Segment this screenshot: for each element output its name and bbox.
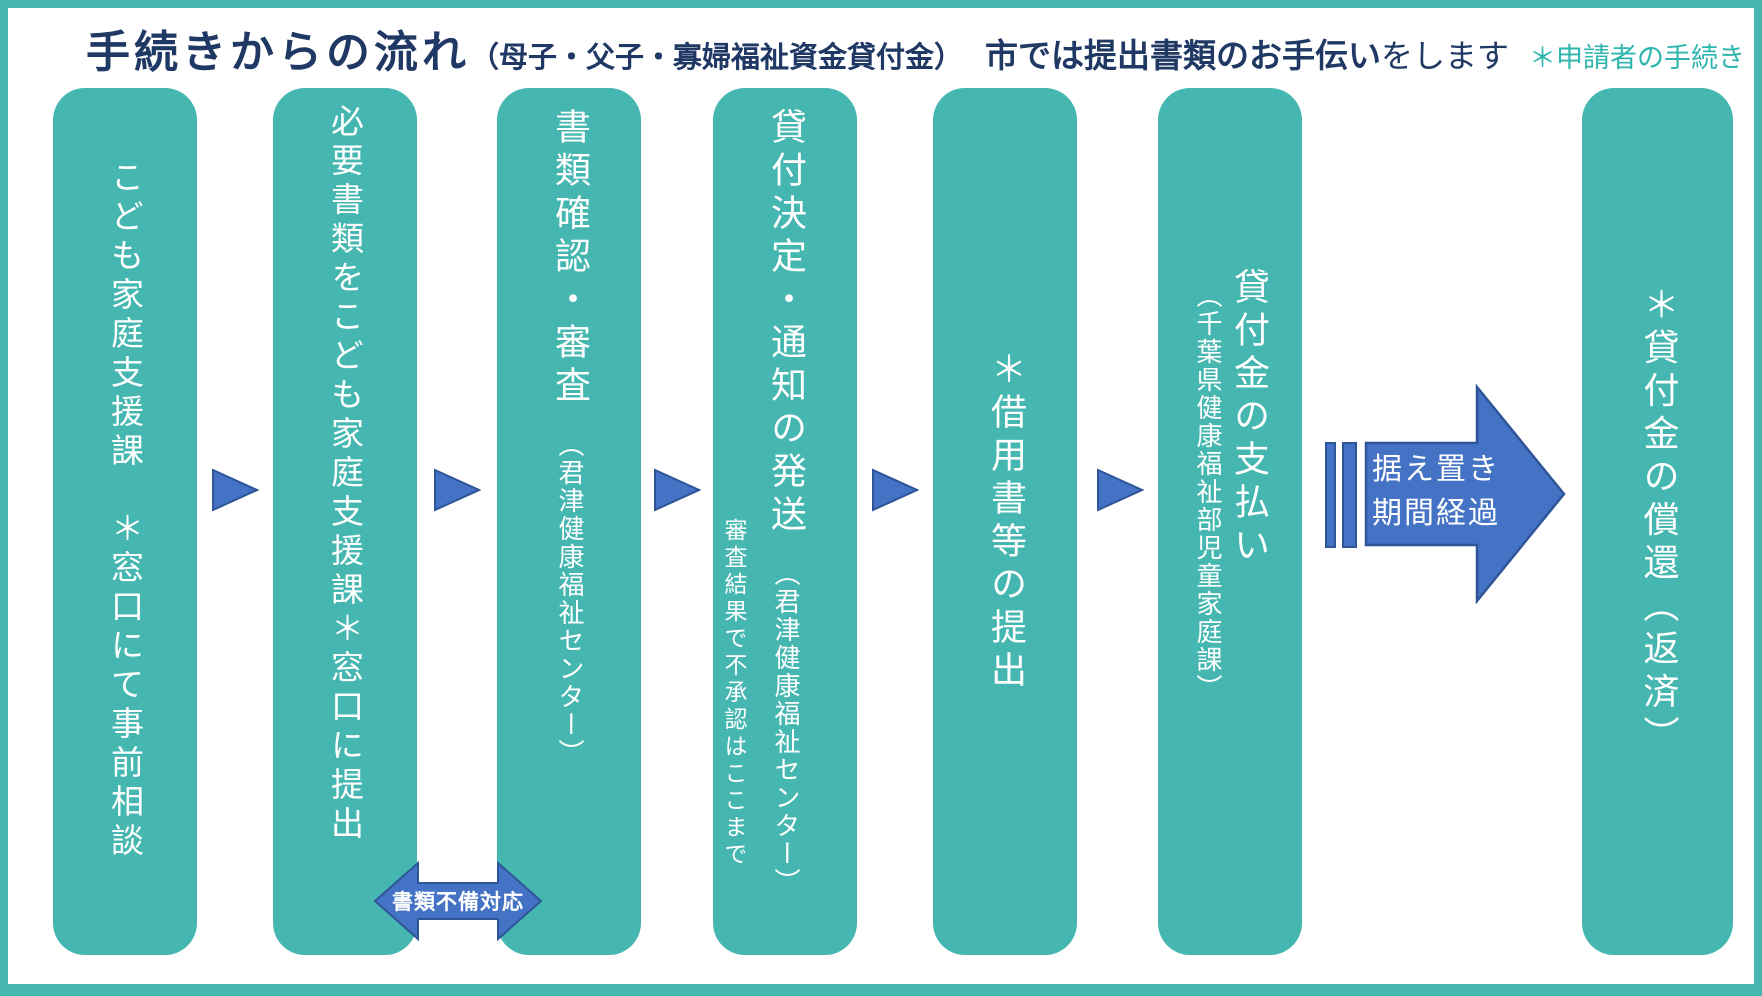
step-3-annotation: （君津健康福祉センター） xyxy=(554,431,584,767)
grace-period-label-line2: 期間経過 xyxy=(1372,495,1500,531)
step-4-box: 貸付決定・通知の発送 （君津健康福祉センター） 審査結果で不承認はここまで xyxy=(713,88,857,955)
step-3-box: 書類確認・審査 （君津健康福祉センター） xyxy=(497,88,641,955)
grace-period-arrow: 据え置き 期間経過 xyxy=(1322,384,1568,604)
step-4-note: 審査結果で不承認はここまで xyxy=(720,518,746,869)
step-2-box: 必要書類をこども家庭支援課＊窓口に提出 xyxy=(273,88,417,955)
flow-arrow-icon-2 xyxy=(434,468,481,512)
step-6-annotation: （千葉県健康福祉部児童家庭課） xyxy=(1192,282,1222,702)
step-6-line: 貸付金の支払い （千葉県健康福祉部児童家庭課） xyxy=(1192,268,1269,702)
step-5-box: ＊借用書等の提出 xyxy=(933,88,1077,955)
step-6-label: 貸付金の支払い xyxy=(1228,268,1269,569)
subtitle-emphasis: 市では提出書類のお手伝い xyxy=(985,36,1382,75)
applicant-procedure-note: ＊申請者の手続き xyxy=(1529,43,1746,74)
grace-period-label: 据え置き 期間経過 xyxy=(1372,448,1500,535)
step-2-label: 必要書類をこども家庭支援課＊窓口に提出 xyxy=(325,104,365,845)
title-main: 手続きからの流れ xyxy=(86,27,470,78)
step-4-label: 貸付決定・通知の発送 xyxy=(765,108,806,538)
grace-period-label-line1: 据え置き xyxy=(1372,452,1500,487)
step-4-annotation: （君津健康福祉センター） xyxy=(770,560,800,896)
step-7-label: ＊貸付金の償還（返済） xyxy=(1637,285,1679,758)
flow-arrow-icon-5 xyxy=(1097,468,1144,512)
document-deficiency-label: 書類不備対応 xyxy=(392,890,524,914)
step-1-box: こども家庭支援課 ＊窓口にて事前相談 xyxy=(53,88,197,955)
subtitle-regular: をします xyxy=(1381,37,1510,75)
step-5-label: ＊借用書等の提出 xyxy=(985,349,1026,694)
double-arrow-icon xyxy=(373,860,543,942)
step-3-line: 書類確認・審査 （君津健康福祉センター） xyxy=(549,108,590,767)
step-4-line: 貸付決定・通知の発送 （君津健康福祉センター） xyxy=(765,108,806,896)
step-7-box: ＊貸付金の償還（返済） xyxy=(1582,88,1733,955)
striped-right-arrow-icon xyxy=(1325,384,1566,604)
step-1-label: こども家庭支援課 ＊窓口にて事前相談 xyxy=(105,160,145,862)
document-deficiency-arrow: 書類不備対応 xyxy=(373,854,543,948)
flow-arrow-icon-4 xyxy=(872,468,919,512)
flow-arrow-icon-1 xyxy=(212,468,259,512)
title-parenthetical: （母子・父子・寡婦福祉資金貸付金） xyxy=(470,40,964,74)
flow-arrow-icon-3 xyxy=(654,468,701,512)
page-title: 手続きからの流れ （母子・父子・寡婦福祉資金貸付金） 市では提出書類のお手伝い … xyxy=(86,16,1746,78)
step-3-label: 書類確認・審査 xyxy=(549,108,590,409)
step-6-box: 貸付金の支払い （千葉県健康福祉部児童家庭課） xyxy=(1158,88,1302,955)
